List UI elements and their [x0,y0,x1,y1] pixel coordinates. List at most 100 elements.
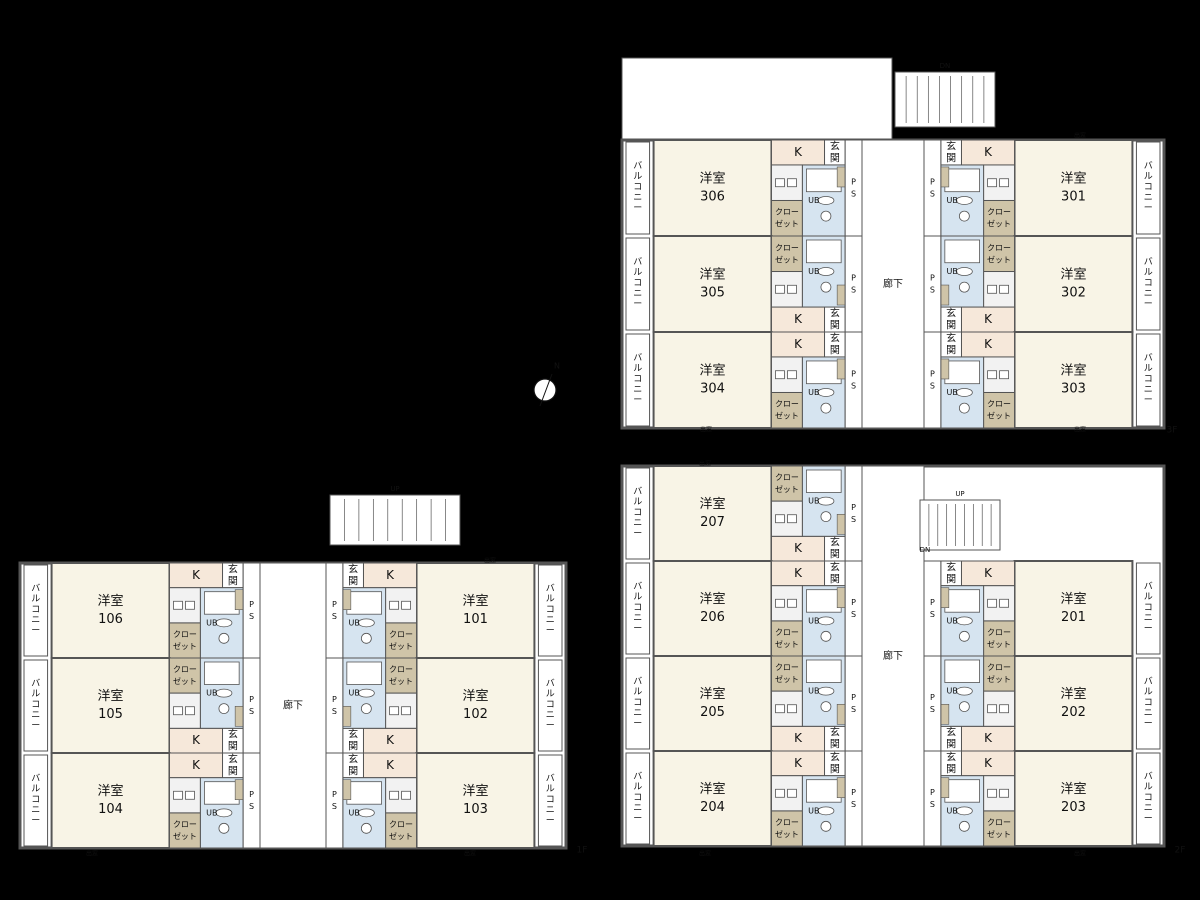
shoe-box [836,166,846,188]
balcony-label: ニ [633,385,642,395]
entrance-label: 関 [946,344,956,356]
pipe-space-label: P [249,600,254,609]
balcony-label: バ [633,161,642,172]
balcony-label: バ [1144,257,1153,268]
balcony-label: ニ [1144,193,1153,203]
closet [983,810,1016,847]
closet-label: ゼット [775,829,799,839]
entrance-label: 関 [228,575,238,587]
unit-bath-label: UB [349,808,360,817]
balcony-label: バ [633,257,642,268]
balcony-label: バ [633,486,642,497]
closet [770,655,803,692]
kitchen [770,560,826,587]
balcony-label: ル [546,785,555,795]
unit-bath-label: UB [349,689,360,698]
sink-icon [817,806,835,816]
balcony-label: バ [31,773,40,784]
pipe-space-label: S [930,286,935,295]
toilet-icon [360,822,372,834]
appliance-icon [185,600,195,610]
appliance-icon [999,178,1009,188]
closet-label: クロー [389,820,413,829]
pipe-space [325,752,344,849]
window-label: 出窓 [86,850,98,858]
window-label: 出窓 [699,850,711,858]
balcony-label: バ [1144,676,1153,687]
appliance-icon [987,284,997,294]
closet-label: クロー [987,243,1011,252]
balcony-label: ル [633,364,642,374]
closet-label: ゼット [987,254,1011,264]
unit-bath-label: UB [947,687,958,696]
balcony-label: ー [546,626,555,636]
unit-number: 302 [1061,286,1086,301]
sink-icon [817,267,835,276]
western-room [1013,331,1134,429]
north-label: N [554,362,560,371]
room-label: 洋室 [462,783,488,799]
entrance-label: 玄 [830,536,840,549]
western-room [415,657,536,754]
entrance-label: 玄 [946,331,956,344]
closet [168,657,201,694]
pipe-space [325,562,344,659]
sink-icon [955,686,973,696]
pipe-space-label: P [332,600,337,609]
western-room [415,752,536,849]
pipe-space-label: P [851,370,856,379]
western-room [50,752,171,849]
balcony-label: ル [633,783,642,793]
pipe-space-label: P [249,790,254,799]
sink-icon [817,616,835,626]
western-room [652,235,773,333]
balcony-label: ニ [31,616,40,626]
kitchen-label: K [984,731,993,745]
balcony-label: ル [633,498,642,508]
closet-label: ゼット [389,831,413,841]
closet [983,620,1016,657]
toilet-icon [958,820,970,832]
closet [770,199,803,237]
pipe-space [923,560,942,657]
toilet-icon [958,402,970,414]
kitchen-label: K [984,312,993,326]
shoe-box [836,513,846,535]
closet-label: ゼット [775,411,799,421]
shoe-box [234,589,244,611]
closet [168,622,201,659]
appliance-icon [775,370,785,380]
closet-label: クロー [775,628,799,637]
unit-bath-label: UB [808,388,819,397]
north-arrow-needle [539,373,553,407]
pipe-space-label: S [851,286,856,295]
bathtub-icon [806,360,842,385]
balcony-label: ル [633,688,642,698]
entrance-label: 玄 [946,560,956,573]
balcony-label: ー [546,721,555,731]
pipe-space-label: P [332,790,337,799]
unit-bath-label: UB [947,267,958,276]
closet-label: ゼット [775,674,799,684]
closet-label: ゼット [173,641,197,651]
closet-label: ゼット [987,219,1011,229]
appliance-icon [775,514,785,524]
unit-bath-label: UB [349,618,360,627]
balcony-label: ー [633,396,642,406]
appliance-icon [775,788,785,798]
appliance-icon [173,706,183,716]
toilet-icon [820,511,832,523]
kitchen-label: K [984,337,993,351]
appliance-icon [999,284,1009,294]
staircase [919,499,1001,551]
window-label: 出窓 [1074,132,1086,140]
closet-label: クロー [775,243,799,252]
